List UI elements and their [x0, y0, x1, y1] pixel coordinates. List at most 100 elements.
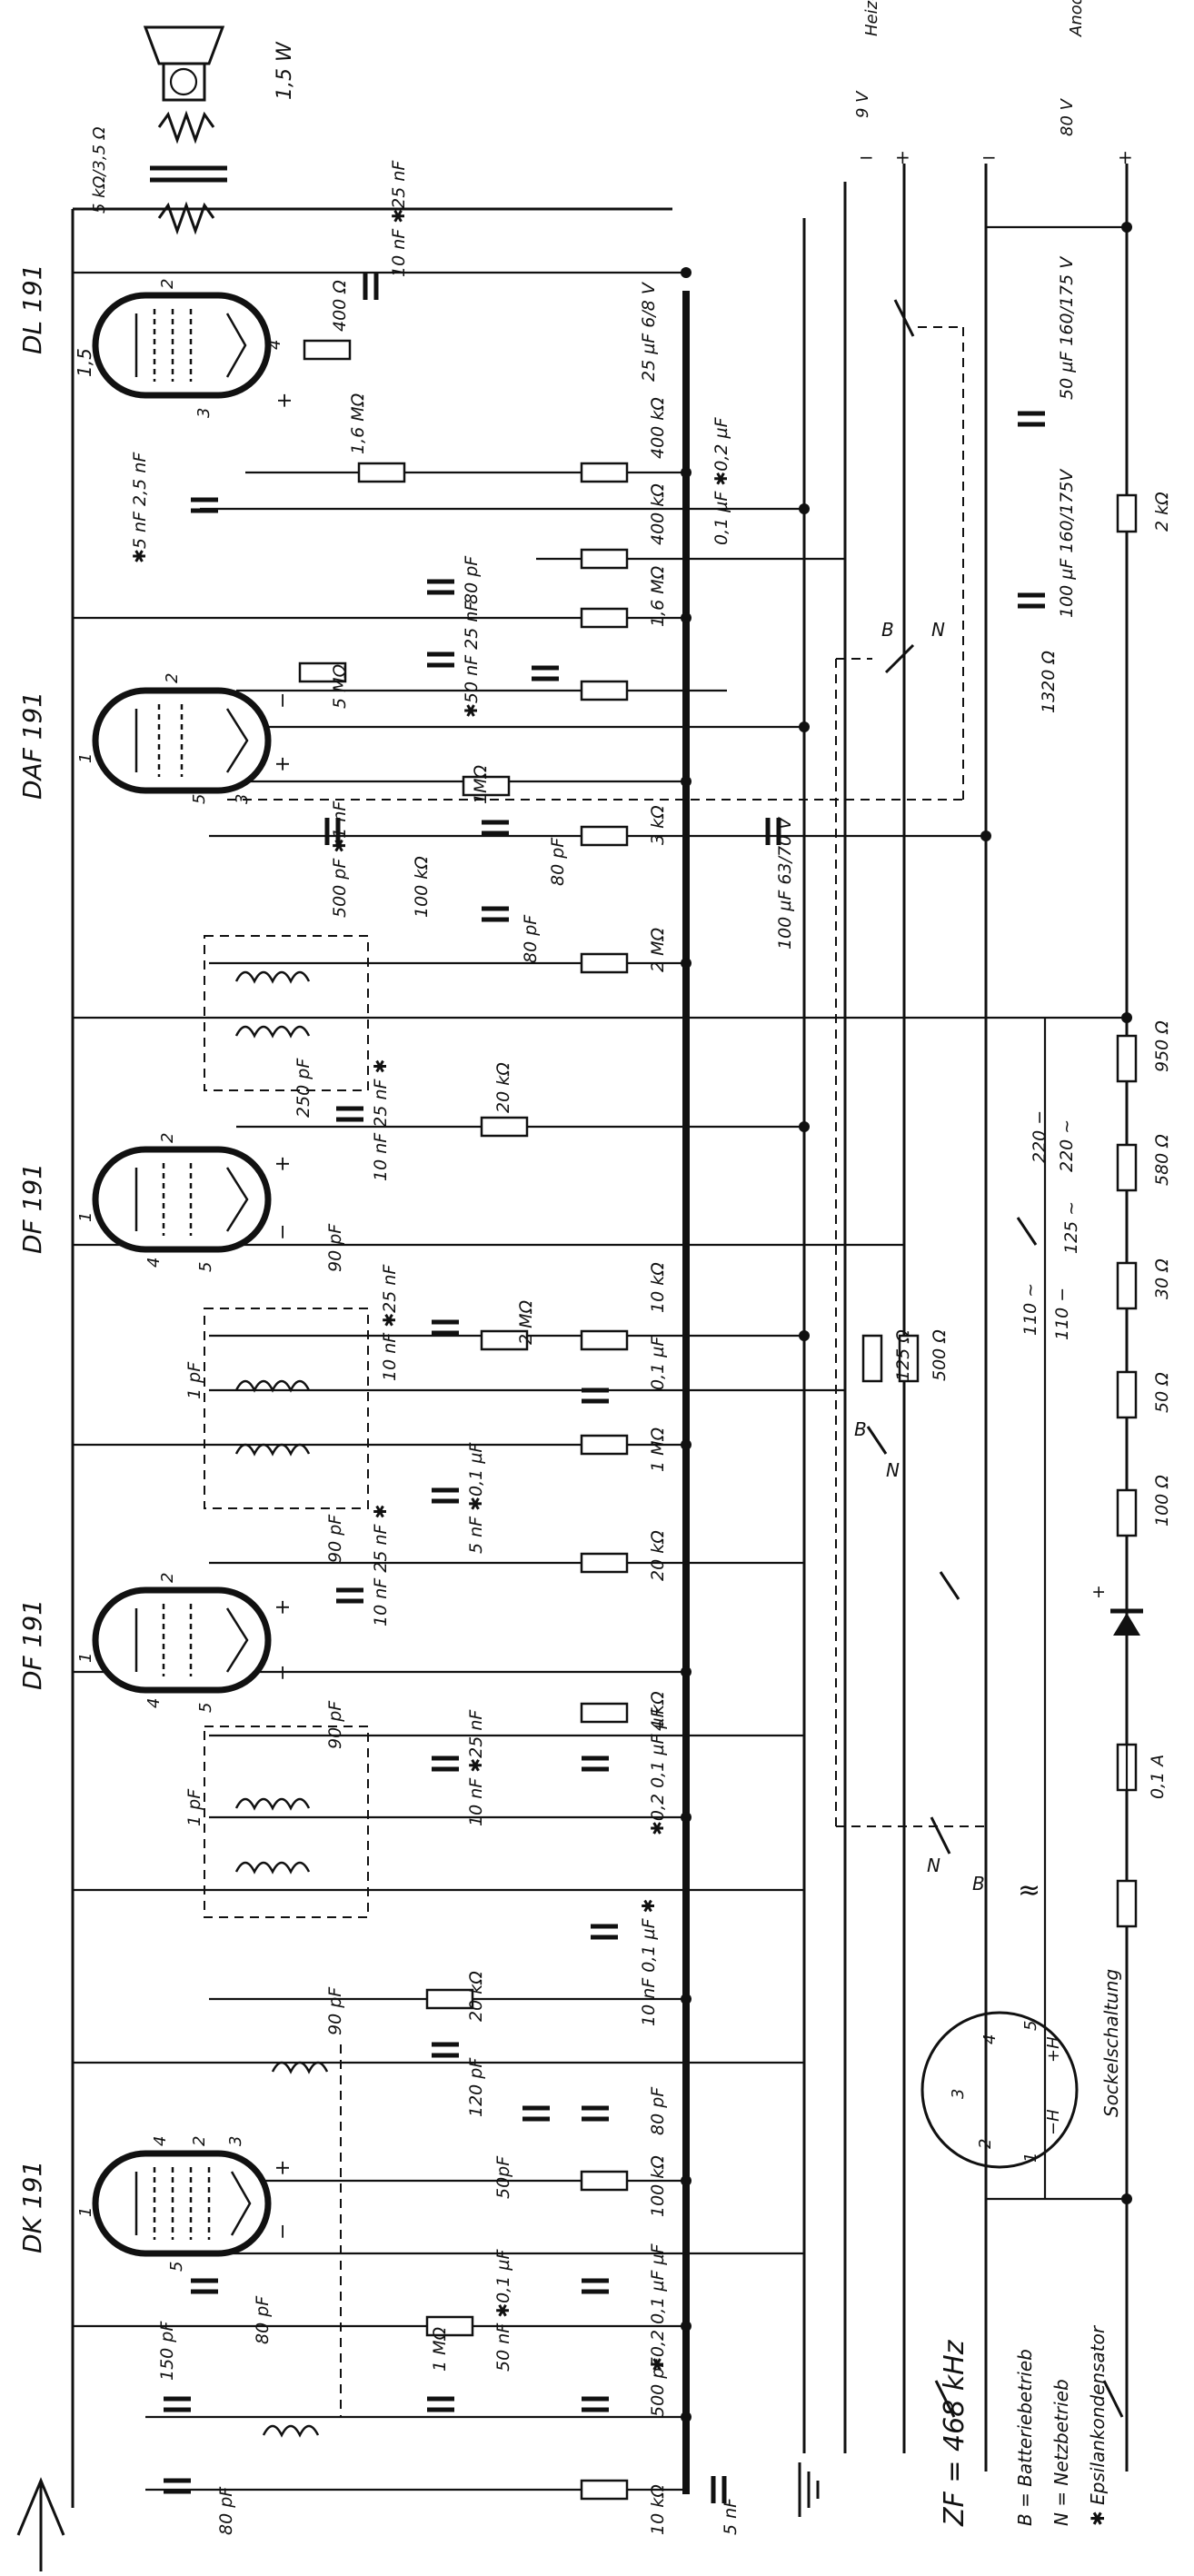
label-r-10k-ant: 10 kΩ: [648, 2484, 668, 2535]
if-transformers: [204, 935, 369, 2438]
label-c-50nf-25nf: ✱50 nF 25 nF: [462, 601, 482, 718]
label-c-90pf-b: 90 pF: [325, 1514, 345, 1563]
label-r-20k-c: 20 kΩ: [466, 1971, 486, 2022]
label-c-02-01-dk: ✱0,2 0,1 µF µF: [648, 2243, 668, 2372]
tube-dk191-name: DK 191: [17, 2161, 47, 2253]
switch-position-labels: B N B N N B ≈: [854, 619, 1040, 1906]
label-c-90pf-d: 90 pF: [325, 1986, 345, 2035]
legend: ZF = 468 kHz B = Batteriebetrieb N = Net…: [939, 2324, 1109, 2527]
label-r-30: 30 Ω: [1152, 1258, 1172, 1299]
tube-dk191-pin: +: [272, 2160, 294, 2176]
base-pin: −H: [1044, 2109, 1063, 2135]
output-transformer: 5 kΩ/3,5 Ω: [90, 110, 227, 235]
label-c-01uf-a: 0,1 µF: [648, 1336, 668, 1390]
speaker: 1,5 W: [143, 25, 296, 102]
tube-daf191-pin: 1: [76, 753, 95, 763]
label-r-2m-a: 2 MΩ: [648, 927, 668, 972]
tube-daf191-pin: 2: [163, 673, 182, 683]
tube-dk191-pin: 1: [76, 2207, 95, 2217]
label-diode: +: [1089, 1585, 1109, 1599]
label-c-5nf-01uf: 5 nF ✱0,1 µF: [466, 1442, 486, 1554]
label-r-1320: 1320 Ω: [1039, 651, 1059, 713]
legend-star: ✱ Epsilankondensator: [1087, 2324, 1109, 2526]
label-r-5m: 5 MΩ: [330, 663, 350, 709]
label-pot-1m: 1MΩ: [471, 765, 491, 804]
tube-df191-b: DF 191 1 2 4 5 + −: [17, 1573, 294, 1713]
label-c-50uf: 50 µF 160/175 V: [1057, 255, 1077, 400]
tube-dl191-pin: 1,5: [74, 348, 95, 377]
label-r-1m-dk: 1 MΩ: [430, 2326, 450, 2372]
label-r-50: 50 Ω: [1152, 1372, 1172, 1413]
label-c-5nf-gnd: 5 nF: [721, 2497, 741, 2535]
label-r-950: 950 Ω: [1152, 1020, 1172, 1072]
battery-terminals: − + − + 9 V Heiz-batterie 80 V Anoden-ba…: [853, 0, 1133, 168]
label-r-100k-dk: 100 kΩ: [648, 2155, 668, 2217]
diode-symbol: [1110, 1608, 1143, 1636]
tube-df191-a-pin: 5: [196, 1262, 215, 1272]
base-pin: 2: [976, 2139, 995, 2149]
label-c-500pf: 500 pF: [648, 2357, 668, 2417]
label-r-2k: 2 kΩ: [1152, 492, 1172, 532]
tube-daf191-pin: 5: [190, 794, 209, 804]
switch-label-b: B: [854, 1418, 867, 1440]
speaker-power-label: 1,5 W: [274, 41, 296, 100]
tube-daf191-name: DAF 191: [17, 691, 47, 800]
switch-label-b: B: [881, 619, 894, 641]
base-pin: 5: [1021, 2021, 1040, 2031]
tube-dk191: DK 191 1 2 3 4 5 + −: [17, 2136, 294, 2272]
tube-df191-a-pin: 2: [158, 1133, 177, 1143]
switches: [866, 299, 1124, 2418]
label-c-100uf: 100 µF 160/175V: [1057, 468, 1077, 618]
label-r-3k: 3 kΩ: [648, 805, 668, 845]
label-c-01-02uf: 0,1 µF ✱0,2 µF: [711, 416, 731, 545]
terminal-minus: −: [981, 146, 997, 168]
label-tap-220: 220 −: [1030, 1110, 1050, 1163]
tube-dl191-pin: +: [274, 393, 296, 409]
heiz-voltage: 9 V: [853, 90, 872, 118]
base-pin: +H: [1044, 2036, 1063, 2063]
label-r-20k-a: 20 kΩ: [493, 1062, 513, 1113]
label-r-1m6-a: 1,6 MΩ: [348, 393, 368, 454]
label-c-1pf-b: 1 pF: [184, 1788, 204, 1826]
tube-df191-b-pin: 5: [196, 1703, 215, 1713]
tube-dk191-pin: −: [272, 2223, 294, 2240]
legend-b: B = Batteriebetrieb: [1014, 2349, 1036, 2526]
label-r-400k-b: 400 kΩ: [648, 483, 668, 545]
fuse-symbol: [1116, 1743, 1138, 1792]
tube-df191-a-pin: −: [272, 1224, 294, 1240]
label-r-1m-a: 1 MΩ: [648, 1427, 668, 1472]
label-c-02-01uf: ✱0,2 0,1 µF µF: [648, 1706, 668, 1835]
base-title: Sockelschaltung: [1100, 1969, 1122, 2117]
switch-linkage: [227, 326, 986, 2417]
label-c-100uf-63: 100 µF 63/70 V: [775, 816, 795, 950]
base-pin: 3: [949, 2089, 968, 2099]
label-r-100: 100 Ω: [1152, 1475, 1172, 1527]
label-c-80pf-daf: 80 pF: [462, 555, 482, 604]
label-r-100k-daf: 100 kΩ: [412, 856, 432, 918]
tube-daf191-pin: 3: [233, 794, 252, 804]
label-c-80pf-ant: 80 pF: [216, 2486, 236, 2535]
label-c-1pf-a: 1 pF: [184, 1361, 204, 1399]
label-fuse: 0,1 A: [1148, 1755, 1168, 1799]
anoden-battery-label: Anoden-batterie: [1067, 0, 1086, 37]
tube-df191-a-pin: 4: [144, 1258, 164, 1268]
junction-dots: [681, 222, 1132, 2422]
terminal-plus: +: [1118, 146, 1133, 168]
label-r-20k-b: 20 kΩ: [648, 1530, 668, 1581]
label-c-250pf: 250 pF: [294, 1058, 313, 1118]
switch-label-n: N: [931, 619, 945, 641]
tube-df191-b-pin: 1: [76, 1653, 95, 1663]
tube-df191-a-name: DF 191: [17, 1163, 47, 1254]
terminal-plus: +: [895, 146, 910, 168]
label-r-500: 500 Ω: [930, 1329, 950, 1381]
tube-dk191-pin: 4: [151, 2136, 170, 2146]
label-c-10nf-b: 10 nF ✱25 nF: [380, 1264, 400, 1381]
switch-label-b: B: [972, 1873, 985, 1895]
label-c-80pf-dk: 80 pF: [648, 2086, 668, 2135]
label-c-50nf-01: 50 nF ✱0,1 µF: [493, 2249, 513, 2372]
base-pin: 4: [980, 2034, 1000, 2044]
terminal-minus: −: [859, 146, 874, 168]
tube-daf191: DAF 191 1 2 3 5 + −: [17, 673, 294, 804]
tube-dk191-pin: 3: [226, 2136, 245, 2146]
